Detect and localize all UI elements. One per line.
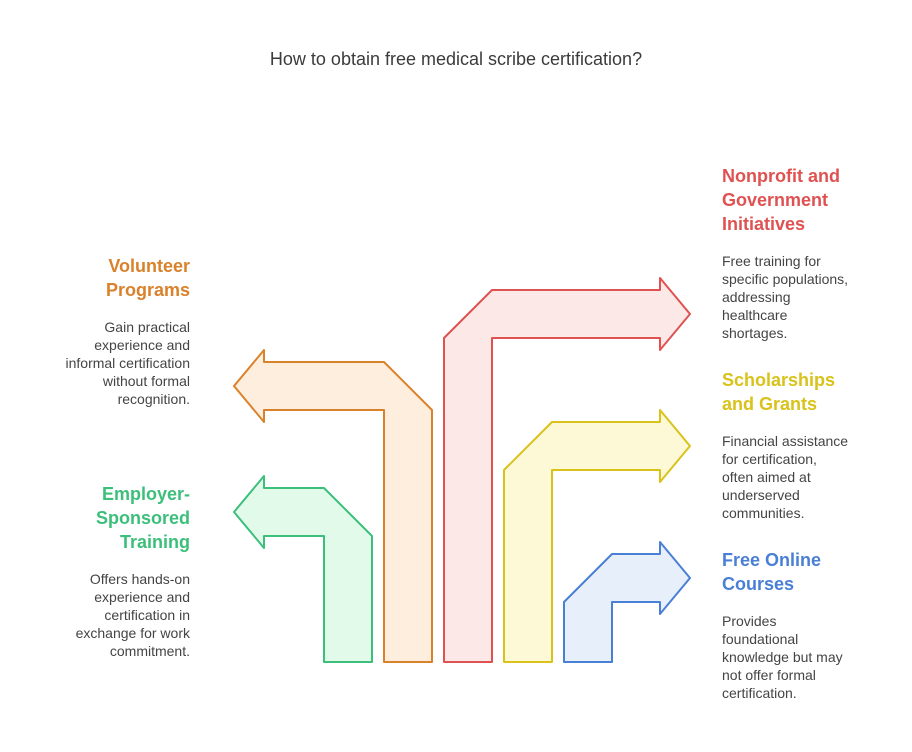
arrow-scholarships <box>503 409 691 663</box>
option-nonprofit: Nonprofit and Government Initiatives Fre… <box>722 164 902 342</box>
option-volunteer: Volunteer Programs Gain practical experi… <box>20 254 191 408</box>
option-description: Provides foundational knowledge but may … <box>722 612 902 702</box>
option-employer: Employer- Sponsored Training Offers hand… <box>20 482 190 660</box>
diagram-title: How to obtain free medical scribe certif… <box>269 49 643 69</box>
description-line: certification in <box>104 607 190 623</box>
description-line: healthcare <box>722 307 788 323</box>
description-line: Financial assistance <box>722 433 849 449</box>
description-line: for certification, <box>722 451 817 467</box>
option-description: Gain practical experience and informal c… <box>20 318 191 408</box>
arrow-employer <box>233 475 373 663</box>
description-line: specific populations, <box>722 271 849 287</box>
option-description: Offers hands-on experience and certifica… <box>20 570 190 660</box>
arrow-volunteer <box>233 349 433 663</box>
description-line: without formal <box>102 373 190 389</box>
description-line: commitment. <box>109 643 190 659</box>
description-line: communities. <box>722 505 805 521</box>
option-description: Financial assistance for certification, … <box>722 432 902 522</box>
description-line: addressing <box>722 289 791 305</box>
description-line: underserved <box>722 487 800 503</box>
option-description: Free training for specific populations, … <box>722 252 902 342</box>
description-line: shortages. <box>722 325 788 341</box>
description-line: knowledge but may <box>722 649 843 665</box>
option-heading: Scholarships and Grants <box>722 368 902 416</box>
heading-line: Programs <box>105 280 190 300</box>
description-line: not offer formal <box>722 667 816 683</box>
description-line: Free training for <box>722 253 821 269</box>
description-line: experience and <box>94 589 190 605</box>
heading-line: Volunteer <box>108 256 190 276</box>
heading-line: Government <box>722 190 829 210</box>
description-line: Provides <box>722 613 777 629</box>
heading-line: Scholarships <box>722 370 836 390</box>
option-heading: Employer- Sponsored Training <box>20 482 190 554</box>
heading-line: Courses <box>722 574 795 594</box>
option-heading: Nonprofit and Government Initiatives <box>722 164 902 236</box>
arrow-online <box>563 541 691 663</box>
option-scholarships: Scholarships and Grants Financial assist… <box>722 368 902 522</box>
option-online: Free Online Courses Provides foundationa… <box>722 548 902 702</box>
description-line: certification. <box>722 685 797 701</box>
heading-line: Training <box>119 532 190 552</box>
heading-line: Employer- <box>101 484 190 504</box>
arrow-nonprofit <box>443 277 691 663</box>
description-line: foundational <box>722 631 799 647</box>
description-line: exchange for work <box>75 625 190 641</box>
heading-line: Sponsored <box>95 508 190 528</box>
description-line: Offers hands-on <box>89 571 190 587</box>
heading-line: Initiatives <box>722 214 806 234</box>
description-line: informal certification <box>65 355 191 371</box>
option-heading: Volunteer Programs <box>20 254 190 302</box>
heading-line: Nonprofit and <box>722 166 840 186</box>
description-line: experience and <box>94 337 190 353</box>
heading-line: Free Online <box>722 550 822 570</box>
description-line: Gain practical <box>104 319 190 335</box>
option-heading: Free Online Courses <box>722 548 902 596</box>
description-line: recognition. <box>117 391 190 407</box>
description-line: often aimed at <box>722 469 811 485</box>
heading-line: and Grants <box>722 394 818 414</box>
